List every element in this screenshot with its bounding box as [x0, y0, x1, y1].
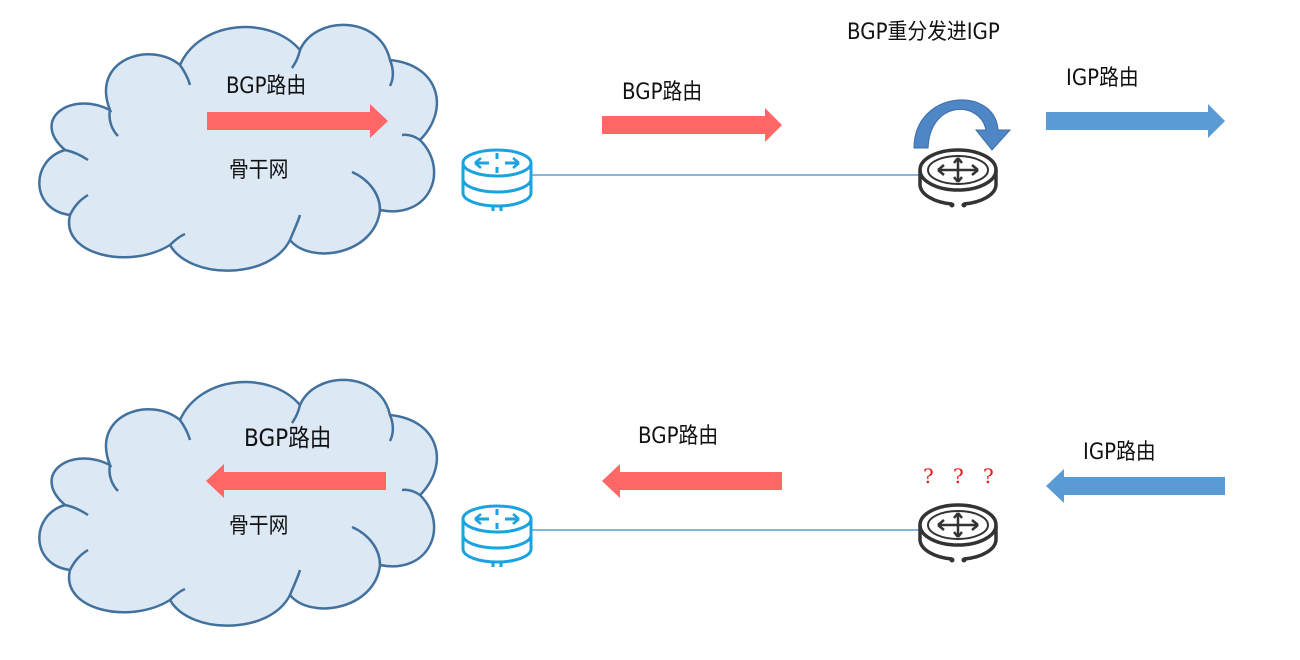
- question-mark: ?: [983, 464, 994, 488]
- bgp-arrow-cloud-top: [207, 104, 388, 138]
- igp-arrow-label-top: IGP路由: [1066, 66, 1139, 91]
- cloud-arrow-label-top: BGP路由: [226, 74, 307, 99]
- bgp-arrow-link-bottom: [602, 464, 782, 498]
- question-mark: ?: [923, 464, 934, 488]
- edge-router-bottom-icon: [461, 504, 533, 569]
- question-mark: ?: [953, 464, 964, 488]
- bottom-scenario: [38, 378, 1225, 627]
- backbone-cloud-top: [38, 23, 439, 272]
- link-arrow-label-top: BGP路由: [622, 80, 703, 105]
- edge-router-top-icon: [461, 148, 533, 213]
- top-scenario: [38, 23, 1225, 272]
- cloud-label-bottom: 骨干网: [229, 514, 289, 539]
- igp-arrow-bottom: [1046, 469, 1225, 503]
- cloud-label-top: 骨干网: [229, 158, 289, 183]
- core-router-bottom-icon: [918, 503, 998, 565]
- redistribute-arrow-icon: [913, 99, 1012, 151]
- core-router-top-icon: [918, 148, 998, 210]
- bgp-arrow-link-top: [602, 108, 782, 142]
- link-arrow-label-bottom: BGP路由: [638, 424, 719, 449]
- igp-arrow-label-bottom: IGP路由: [1083, 440, 1156, 465]
- bgp-arrow-cloud-bottom: [206, 464, 386, 498]
- backbone-cloud-bottom: [38, 378, 439, 627]
- redistribute-label: BGP重分发进IGP: [847, 20, 1000, 45]
- igp-arrow-top: [1046, 104, 1225, 138]
- cloud-arrow-label-bottom: BGP路由: [244, 424, 332, 452]
